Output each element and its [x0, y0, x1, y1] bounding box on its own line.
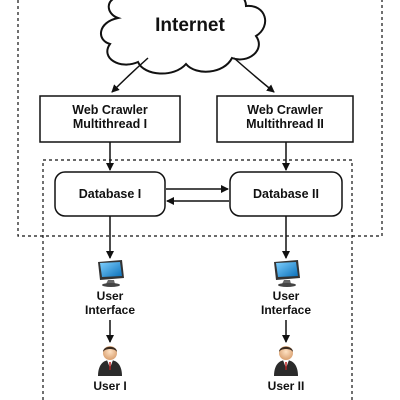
crawler-2-line2: Multithread II — [246, 117, 324, 132]
internet-label: Internet — [155, 15, 225, 36]
crawler-1-label: Web Crawler Multithread I — [40, 103, 180, 132]
database-2-label: Database II — [252, 187, 319, 201]
interface-1-line1: User — [96, 289, 124, 303]
interface-2-line1: User — [272, 289, 300, 303]
crawler-2-label: Web Crawler Multithread II — [217, 103, 353, 132]
inner-dashed-boundary — [42, 159, 353, 400]
internet-cloud-icon — [100, 0, 267, 75]
crawler-box-2 — [216, 95, 354, 143]
crawler-1-line1: Web Crawler — [72, 103, 148, 117]
crawler-box-1 — [39, 95, 181, 143]
monitor-icon — [274, 260, 300, 287]
interface-1-label: User Interface — [60, 289, 160, 318]
monitor-icon — [98, 260, 124, 287]
user-icon — [98, 346, 122, 376]
interface-1-line2: Interface — [84, 302, 136, 317]
user-icon — [274, 346, 298, 376]
arrow-internet-to-crawler-2 — [233, 57, 275, 93]
user-1-label: User I — [93, 379, 127, 393]
interface-2-line2: Interface — [260, 302, 312, 317]
user-2-label: User II — [267, 379, 305, 393]
crawler-2-line1: Web Crawler — [247, 103, 323, 117]
database-1-label: Database I — [78, 187, 142, 201]
crawler-1-line2: Multithread I — [72, 117, 148, 132]
arrow-internet-to-crawler-1 — [111, 57, 149, 93]
interface-2-label: User Interface — [236, 289, 336, 318]
